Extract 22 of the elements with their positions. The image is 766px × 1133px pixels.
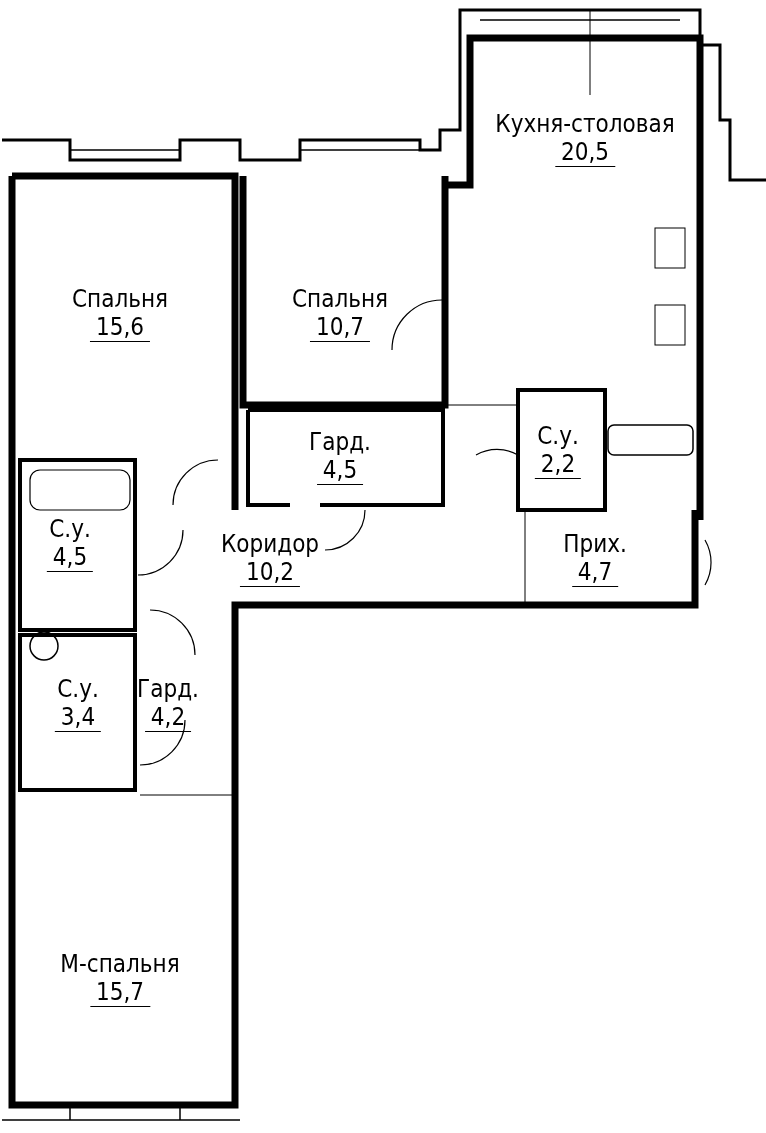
room-area: 15,6 bbox=[89, 313, 150, 342]
room-name: Гард. bbox=[137, 675, 199, 703]
room-name: С.у. bbox=[57, 675, 99, 703]
room-area: 10,7 bbox=[309, 313, 370, 342]
room-name: С.у. bbox=[537, 422, 579, 450]
room-name: Прих. bbox=[563, 530, 627, 558]
room-name: С.у. bbox=[49, 515, 91, 543]
room-area: 15,7 bbox=[89, 978, 150, 1007]
room-area: 4,7 bbox=[571, 558, 619, 587]
room-area: 10,2 bbox=[239, 558, 301, 587]
room-area: 3,4 bbox=[54, 703, 102, 732]
room-area: 2,2 bbox=[534, 450, 582, 479]
room-name: М-спальня bbox=[60, 950, 180, 978]
room-name: Кухня-столовая bbox=[495, 110, 675, 138]
room-name: Спальня bbox=[291, 285, 389, 313]
room-area: 20,5 bbox=[554, 138, 615, 167]
room-area: 4,5 bbox=[46, 543, 94, 572]
room-name: Коридор bbox=[220, 530, 320, 558]
room-area: 4,5 bbox=[316, 456, 364, 485]
room-name: Гард. bbox=[309, 428, 371, 456]
room-name: Спальня bbox=[71, 285, 169, 313]
room-area: 4,2 bbox=[144, 703, 192, 732]
